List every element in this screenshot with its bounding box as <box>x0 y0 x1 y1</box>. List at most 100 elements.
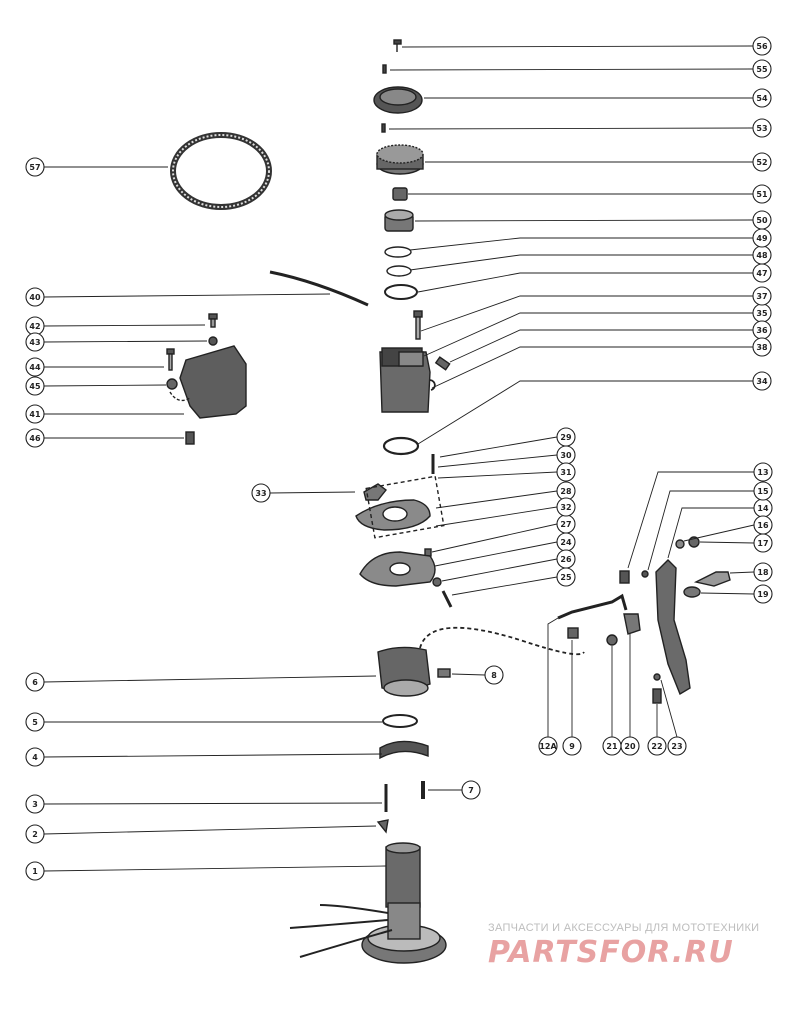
part-41-bracket <box>179 345 247 419</box>
part-28-plate-hole <box>382 506 408 522</box>
part-45-nut <box>166 378 178 390</box>
callout-43: 43 <box>25 332 45 352</box>
part-43-washer <box>208 336 218 346</box>
leader-line-49 <box>409 237 753 251</box>
callout-number: 53 <box>756 124 767 133</box>
callout-24: 24 <box>556 532 576 552</box>
leader-line-53 <box>388 127 754 130</box>
callout-number: 57 <box>29 163 40 172</box>
callout-circle <box>25 404 45 424</box>
leader-line-36 <box>449 329 753 363</box>
leader-line-28 <box>435 490 558 509</box>
leader-line-6 <box>43 675 377 683</box>
callout-number: 7 <box>468 786 474 795</box>
part-19-washer <box>683 586 701 598</box>
part-21-nut <box>606 634 618 646</box>
leader-line-18 <box>729 571 755 574</box>
part-44-screw <box>166 348 175 371</box>
callout-circle <box>753 584 773 604</box>
leader-line-2 <box>43 825 377 835</box>
callout-26: 26 <box>556 549 576 569</box>
callout-number: 42 <box>29 322 40 331</box>
leader-line-40 <box>43 293 331 298</box>
callout-48: 48 <box>752 245 772 265</box>
callout-42: 42 <box>25 316 45 336</box>
callout-number: 43 <box>29 338 40 347</box>
callout-47: 47 <box>752 263 772 283</box>
part-57-belt <box>170 132 272 210</box>
leader-line-32 <box>435 506 558 527</box>
callout-number: 35 <box>756 309 768 318</box>
leader-line-30 <box>437 454 558 468</box>
callout-5: 5 <box>25 712 45 732</box>
callout-circle <box>556 549 576 569</box>
callout-number: 12A <box>539 742 557 751</box>
callout-circle <box>602 736 622 756</box>
callout-31: 31 <box>556 462 576 482</box>
callout-55: 55 <box>752 59 772 79</box>
callout-33: 33 <box>251 483 271 503</box>
part-42-screw <box>208 313 218 328</box>
callout-number: 1 <box>32 867 38 876</box>
callout-circle <box>752 371 772 391</box>
leader-line-25 <box>451 576 558 596</box>
part-14-lever <box>655 559 691 696</box>
callout-7: 7 <box>461 780 481 800</box>
callout-number: 44 <box>29 363 41 372</box>
callout-15: 15 <box>753 481 773 501</box>
callout-27: 27 <box>556 514 576 534</box>
callout-40: 40 <box>25 287 45 307</box>
callout-54: 54 <box>752 88 772 108</box>
callout-circle <box>25 357 45 377</box>
leader-line-50 <box>414 219 754 222</box>
callout-number: 2 <box>32 830 38 839</box>
leader-line-23 <box>660 679 678 738</box>
callout-circle <box>562 736 582 756</box>
part-49-ring <box>384 246 412 258</box>
callout-circle <box>25 157 45 177</box>
callout-37: 37 <box>752 286 772 306</box>
callout-number: 15 <box>757 487 769 496</box>
callout-number: 38 <box>756 343 768 352</box>
callout-number: 40 <box>29 293 41 302</box>
callout-57: 57 <box>25 157 45 177</box>
callout-circle <box>556 497 576 517</box>
callout-circle <box>25 287 45 307</box>
callout-number: 13 <box>757 468 768 477</box>
callout-number: 17 <box>757 539 768 548</box>
part-6-housing <box>377 646 431 697</box>
leader-line-34 <box>417 380 753 445</box>
part-8-fitting <box>437 668 451 678</box>
callout-56: 56 <box>752 36 772 56</box>
callout-number: 37 <box>756 292 767 301</box>
part-1-base <box>289 842 447 964</box>
callout-number: 48 <box>756 251 768 260</box>
part-25-screw <box>441 590 453 608</box>
callout-number: 27 <box>560 520 571 529</box>
part-linkage-dashed <box>419 626 585 656</box>
part-5-ring <box>382 714 418 728</box>
callout-number: 32 <box>560 503 571 512</box>
callout-49: 49 <box>752 228 772 248</box>
leader-line-38 <box>431 346 753 389</box>
callout-circle <box>752 184 772 204</box>
callout-number: 51 <box>756 190 768 199</box>
leader-lines <box>43 45 755 872</box>
callout-number: 20 <box>624 742 636 751</box>
part-54-cap <box>373 86 423 114</box>
callout-number: 28 <box>560 487 572 496</box>
callout-50: 50 <box>752 210 772 230</box>
part-41-wire <box>169 391 191 402</box>
callout-number: 49 <box>756 234 768 243</box>
callout-28: 28 <box>556 481 576 501</box>
leader-line-45 <box>43 384 167 387</box>
part-56-screw <box>393 39 402 52</box>
callout-circle <box>753 462 773 482</box>
part-35-fitting <box>434 356 451 371</box>
leader-line-3 <box>43 802 383 805</box>
part-20-bushing <box>623 613 641 635</box>
part-4-band <box>379 740 429 760</box>
callout-23: 23 <box>667 736 687 756</box>
callout-number: 24 <box>560 538 572 547</box>
